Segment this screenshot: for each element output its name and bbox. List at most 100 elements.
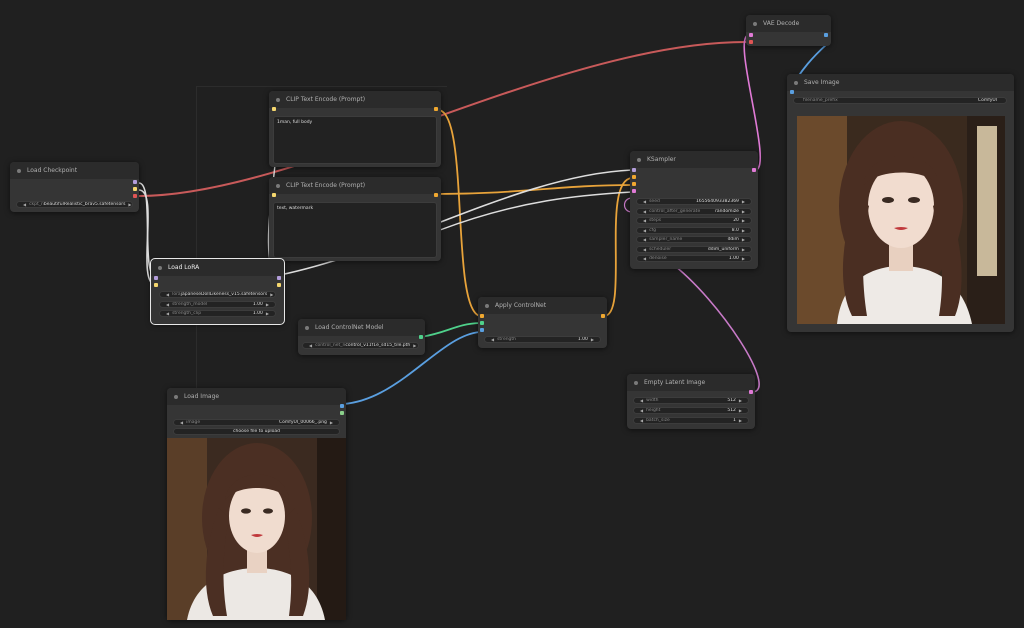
- input-slot-conditioning[interactable]: [480, 314, 484, 318]
- input-slot-positive[interactable]: [632, 175, 636, 179]
- collapse-dot-icon[interactable]: [794, 80, 798, 85]
- ckpt-name-select[interactable]: ◀ ckpt_n beautifulRealistic_brav5.safete…: [16, 201, 133, 208]
- node-load-checkpoint[interactable]: Load Checkpoint ◀ ckpt_n beautifulRealis…: [10, 162, 139, 212]
- arrow-left-icon[interactable]: ◀: [643, 208, 647, 214]
- collapse-dot-icon[interactable]: [305, 325, 309, 330]
- arrow-left-icon[interactable]: ◀: [491, 337, 495, 342]
- node-load-lora[interactable]: Load LoRA ◀ lora japaneseDollLikeness_v1…: [150, 258, 285, 325]
- output-slot-conditioning[interactable]: [601, 314, 605, 318]
- output-slot-model[interactable]: [133, 180, 137, 184]
- arrow-left-icon[interactable]: ◀: [23, 202, 27, 207]
- input-slot-model[interactable]: [632, 168, 636, 172]
- input-slot-clip[interactable]: [154, 283, 158, 287]
- output-slot-conditioning[interactable]: [434, 107, 438, 111]
- arrow-left-icon[interactable]: ◀: [643, 227, 647, 233]
- arrow-left-icon[interactable]: ◀: [166, 292, 170, 297]
- output-slot-model[interactable]: [277, 276, 281, 280]
- node-clip-text-encode-positive[interactable]: CLIP Text Encode (Prompt) 1man, full bod…: [269, 91, 441, 167]
- output-slot-conditioning[interactable]: [434, 193, 438, 197]
- node-load-image[interactable]: Load Image ◀ image ComfyUI_00066_.png ▶ …: [167, 388, 346, 620]
- node-load-controlnet-model[interactable]: Load ControlNet Model ◀ control_net_n co…: [298, 319, 425, 355]
- lora-name-select[interactable]: ◀ lora japaneseDollLikeness_v15.safetens…: [159, 291, 276, 298]
- arrow-left-icon[interactable]: ◀: [640, 418, 644, 423]
- arrow-right-icon[interactable]: ▶: [741, 218, 745, 223]
- output-slot-latent[interactable]: [749, 390, 753, 394]
- strength-clip-input[interactable]: ◀ strength_clip 1.00 ▶: [159, 310, 276, 317]
- input-slot-model[interactable]: [154, 276, 158, 280]
- arrow-left-icon[interactable]: ◀: [643, 199, 647, 204]
- arrow-right-icon[interactable]: ▶: [741, 208, 745, 214]
- input-slot-samples[interactable]: [749, 33, 753, 37]
- arrow-right-icon[interactable]: ▶: [741, 227, 745, 233]
- collapse-dot-icon[interactable]: [17, 168, 21, 173]
- node-ksampler[interactable]: KSampler ◀ seed 165564093382369 ▶ ◀ cont…: [630, 151, 758, 269]
- prompt-text-input[interactable]: text, watermark: [273, 202, 437, 258]
- arrow-left-icon[interactable]: ◀: [643, 218, 647, 223]
- collapse-dot-icon[interactable]: [276, 183, 280, 188]
- control-net-name-select[interactable]: ◀ control_net_n control_v11f1e_sd15_tile…: [302, 342, 419, 349]
- arrow-left-icon[interactable]: ◀: [643, 246, 647, 252]
- ksampler-widget-seed[interactable]: ◀ seed 165564093382369 ▶: [636, 198, 752, 205]
- arrow-left-icon[interactable]: ◀: [166, 311, 170, 316]
- arrow-right-icon[interactable]: ▶: [413, 343, 417, 348]
- output-slot-mask[interactable]: [340, 411, 344, 415]
- input-slot-latent[interactable]: [632, 189, 636, 193]
- collapse-dot-icon[interactable]: [634, 380, 638, 385]
- arrow-right-icon[interactable]: ▶: [741, 256, 745, 261]
- input-slot-negative[interactable]: [632, 182, 636, 186]
- output-slot-image[interactable]: [824, 33, 828, 37]
- filename-prefix-field[interactable]: filename_prefix ComfyUI: [793, 97, 1007, 104]
- arrow-left-icon[interactable]: ◀: [309, 343, 313, 348]
- collapse-dot-icon[interactable]: [174, 394, 178, 399]
- node-clip-text-encode-negative[interactable]: CLIP Text Encode (Prompt) text, watermar…: [269, 177, 441, 261]
- collapse-dot-icon[interactable]: [753, 21, 757, 26]
- ksampler-widget-scheduler[interactable]: ◀ scheduler ddim_uniform ▶: [636, 245, 752, 253]
- arrow-left-icon[interactable]: ◀: [166, 302, 170, 307]
- arrow-left-icon[interactable]: ◀: [640, 408, 644, 413]
- ksampler-widget-cfg[interactable]: ◀ cfg 8.0 ▶: [636, 226, 752, 234]
- collapse-dot-icon[interactable]: [276, 97, 280, 102]
- arrow-right-icon[interactable]: ▶: [329, 420, 333, 425]
- input-slot-image[interactable]: [480, 328, 484, 332]
- input-slot-images[interactable]: [790, 90, 794, 94]
- latent-height-input[interactable]: ◀ height 512 ▶: [633, 407, 749, 414]
- arrow-left-icon[interactable]: ◀: [180, 420, 184, 425]
- collapse-dot-icon[interactable]: [485, 303, 489, 308]
- image-select[interactable]: ◀ image ComfyUI_00066_.png ▶: [173, 419, 340, 426]
- ksampler-widget-steps[interactable]: ◀ steps 20 ▶: [636, 217, 752, 224]
- arrow-right-icon[interactable]: ▶: [590, 337, 594, 342]
- prompt-text-input[interactable]: 1man, full body: [273, 116, 437, 164]
- collapse-dot-icon[interactable]: [158, 265, 162, 270]
- output-slot-control-net[interactable]: [419, 335, 423, 339]
- arrow-left-icon[interactable]: ◀: [640, 398, 644, 403]
- input-slot-vae[interactable]: [749, 40, 753, 44]
- output-slot-latent[interactable]: [752, 168, 756, 172]
- collapse-dot-icon[interactable]: [637, 157, 641, 162]
- output-slot-vae[interactable]: [133, 194, 137, 198]
- arrow-right-icon[interactable]: ▶: [741, 246, 745, 252]
- arrow-right-icon[interactable]: ▶: [738, 408, 742, 413]
- arrow-right-icon[interactable]: ▶: [265, 302, 269, 307]
- arrow-right-icon[interactable]: ▶: [738, 398, 742, 403]
- strength-model-input[interactable]: ◀ strength_model 1.00 ▶: [159, 301, 276, 308]
- arrow-left-icon[interactable]: ◀: [643, 256, 647, 261]
- node-vae-decode[interactable]: VAE Decode: [746, 15, 831, 46]
- output-slot-clip[interactable]: [133, 187, 137, 191]
- arrow-right-icon[interactable]: ▶: [741, 199, 745, 204]
- latent-width-input[interactable]: ◀ width 512 ▶: [633, 397, 749, 404]
- arrow-left-icon[interactable]: ◀: [643, 237, 647, 242]
- node-empty-latent-image[interactable]: Empty Latent Image ◀ width 512 ▶ ◀ heigh…: [627, 374, 755, 429]
- latent-batch-size-input[interactable]: ◀ batch_size 1 ▶: [633, 417, 749, 424]
- node-apply-controlnet[interactable]: Apply ControlNet ◀ strength 1.00 ▶: [478, 297, 607, 348]
- ksampler-widget-denoise[interactable]: ◀ denoise 1.00 ▶: [636, 255, 752, 262]
- input-slot-clip[interactable]: [272, 193, 276, 197]
- input-slot-clip[interactable]: [272, 107, 276, 111]
- node-save-image[interactable]: Save Image filename_prefix ComfyUI: [787, 74, 1014, 332]
- output-slot-clip[interactable]: [277, 283, 281, 287]
- ksampler-widget-sampler-name[interactable]: ◀ sampler_name ddim ▶: [636, 236, 752, 243]
- controlnet-strength-input[interactable]: ◀ strength 1.00 ▶: [484, 336, 601, 343]
- arrow-right-icon[interactable]: ▶: [738, 418, 742, 423]
- output-slot-image[interactable]: [340, 404, 344, 408]
- arrow-right-icon[interactable]: ▶: [270, 292, 274, 297]
